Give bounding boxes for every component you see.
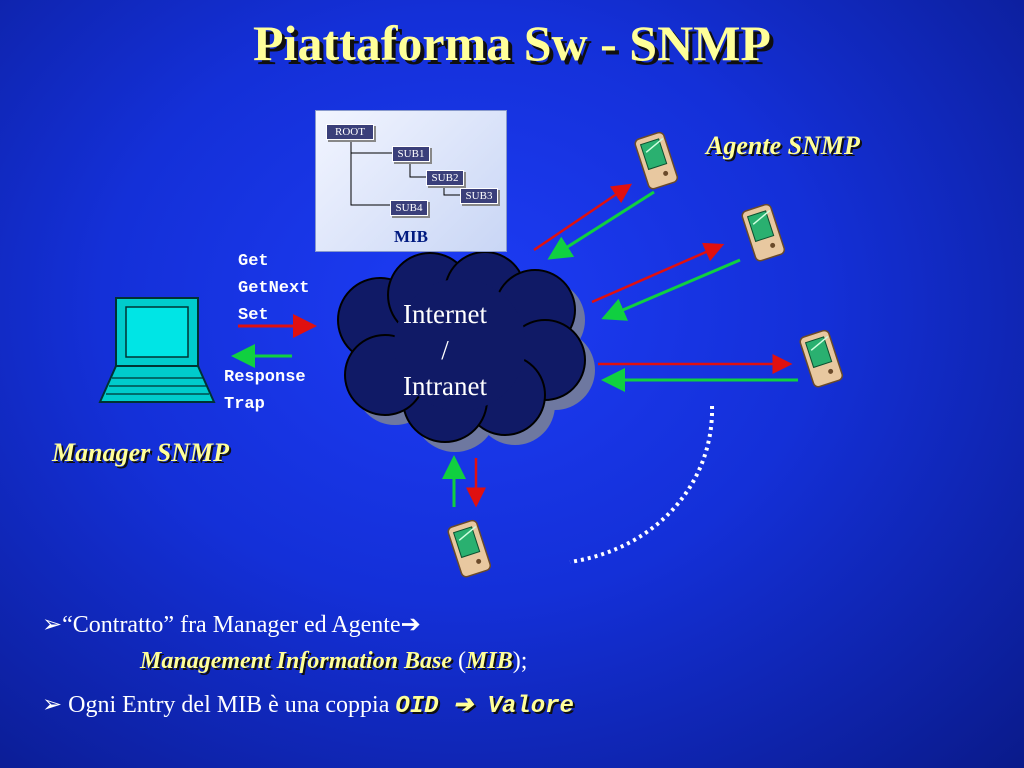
bullet-marker-icon: ➢ [42, 612, 63, 638]
mib-abbr: MIB [466, 648, 513, 674]
paren-close: ); [512, 648, 528, 674]
response-arrow [601, 258, 741, 321]
bullet-mib-definition: Management Information Base (MIB); [140, 648, 527, 675]
dotted-connection [569, 405, 715, 564]
mib-node-root: ROOT [326, 124, 374, 140]
bullet-text: Ogni Entry del MIB è una coppia [62, 692, 396, 718]
mib-label: MIB [394, 227, 428, 246]
cloud-label: Internet / Intranet [380, 296, 510, 404]
agent-label: Agente SNMP [706, 131, 860, 160]
paren-open: ( [452, 648, 467, 674]
request-labels: Get GetNext Set [238, 248, 309, 329]
network-cloud [337, 251, 595, 452]
mib-node-sub2: SUB2 [426, 170, 464, 186]
bullet-contratto: ➢“Contratto” fra Manager ed Agente➔ [42, 610, 421, 639]
cloud-label-line: Intranet [403, 371, 487, 401]
mib-tree-lines [350, 141, 460, 206]
value-term: Valore [473, 693, 574, 720]
pda-agent-icon [446, 518, 493, 579]
pda-agent-icon [798, 328, 845, 389]
oid-term: OID [395, 693, 453, 720]
bullet-text: “Contratto” fra Manager ed Agente [62, 612, 401, 638]
mib-tree-panel: ROOT SUB1 SUB2 SUB3 SUB4 MIB [315, 110, 507, 252]
mib-term: Management Information Base [140, 648, 453, 674]
slide-title: Piattaforma Sw - SNMP [253, 15, 771, 71]
response-arrow [547, 190, 655, 260]
manager-label: Manager SNMP [52, 438, 229, 467]
arrow-right-icon: ➔ [452, 693, 474, 720]
response-label-response: Response [224, 368, 306, 387]
response-labels: Response Trap [224, 364, 306, 418]
arrow-right-icon: ➔ [400, 612, 421, 638]
mib-node-sub1: SUB1 [392, 146, 430, 162]
bullet-marker-icon: ➢ [42, 692, 63, 718]
request-label-get: Get [238, 252, 269, 271]
bullet-entry: ➢ Ogni Entry del MIB è una coppia OID ➔ … [42, 690, 574, 720]
mib-node-sub3: SUB3 [460, 188, 498, 204]
response-label-trap: Trap [224, 395, 265, 414]
cloud-label-line: / [441, 335, 449, 365]
laptop-icon [98, 297, 216, 403]
cloud-label-line: Internet [403, 299, 487, 329]
mib-node-sub4: SUB4 [390, 200, 428, 216]
request-label-set: Set [238, 306, 269, 325]
request-arrow [591, 242, 725, 304]
pda-agent-icon [740, 202, 787, 263]
pda-agent-icon [633, 130, 680, 191]
request-label-getnext: GetNext [238, 279, 310, 298]
